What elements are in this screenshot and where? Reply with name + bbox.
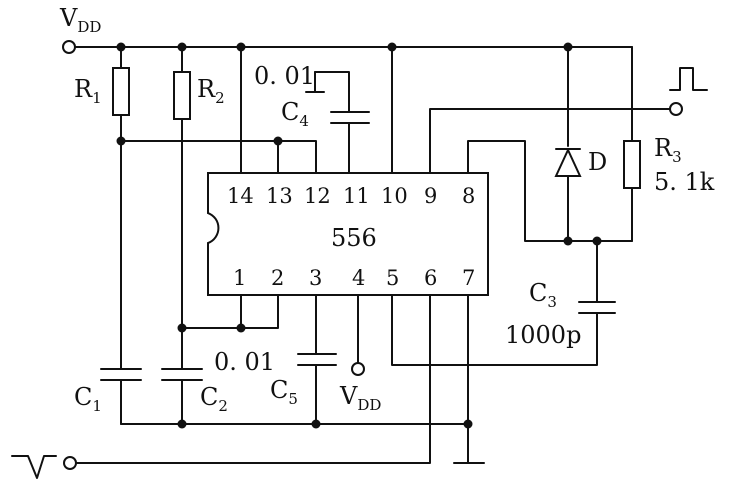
svg-text:1: 1 <box>233 266 246 290</box>
c5-label: C5 <box>270 376 298 408</box>
diode-d-icon <box>554 147 582 177</box>
c1-label: C1 <box>74 383 102 415</box>
pin1-pin2-wire <box>181 294 279 329</box>
r3-value: 5. 1k <box>654 168 715 196</box>
vdd-terminal <box>62 40 76 54</box>
r2-label: R2 <box>197 75 225 107</box>
input-pulse-icon <box>11 455 57 479</box>
pin8-wire <box>467 140 633 242</box>
c4-plates <box>330 111 370 124</box>
c2-gap <box>175 370 189 379</box>
c4-label: C4 <box>281 98 309 130</box>
svg-text:8: 8 <box>462 184 475 208</box>
output-wire <box>429 108 671 174</box>
input-terminal <box>63 456 77 470</box>
r1-resistor <box>112 67 130 116</box>
input-wire <box>76 294 431 464</box>
pin4-vdd-label: VDD <box>339 382 381 414</box>
svg-text:3: 3 <box>309 266 322 290</box>
r1-label: R1 <box>74 75 102 107</box>
c3-plates <box>578 301 616 314</box>
r3-resistor <box>623 140 641 189</box>
output-pulse-icon <box>669 67 708 91</box>
c2-plates <box>161 368 203 381</box>
svg-text:6: 6 <box>424 266 437 290</box>
c4-value: 0. 01 <box>254 62 315 90</box>
ic-pin-numbers-bottom: 1 2 3 4 5 6 7 <box>233 266 475 290</box>
svg-text:13: 13 <box>266 184 293 208</box>
svg-text:4: 4 <box>352 266 365 290</box>
svg-text:9: 9 <box>424 184 437 208</box>
ic-pin-numbers-top: 14 13 12 11 10 9 8 <box>227 184 475 208</box>
vdd-label: VDD <box>59 4 101 36</box>
svg-text:14: 14 <box>227 184 254 208</box>
ic-label: 556 <box>331 224 377 252</box>
c3-label: C3 <box>529 279 557 311</box>
c4-ground-stub <box>305 71 325 93</box>
junction-dots <box>116 42 602 429</box>
svg-text:5: 5 <box>386 266 399 290</box>
svg-text:11: 11 <box>343 184 370 208</box>
c5-value: 0. 01 <box>214 348 275 376</box>
c4-wire <box>314 71 350 174</box>
c1-plates <box>100 368 142 381</box>
diode-label: D <box>588 148 607 176</box>
r1-to-pin13-wire <box>120 140 317 174</box>
c3-value: 1000p <box>505 321 581 349</box>
svg-text:12: 12 <box>304 184 331 208</box>
c5-plates <box>297 353 337 366</box>
pin4-vdd-terminal <box>351 362 365 376</box>
output-terminal <box>669 102 683 116</box>
c3-wire <box>391 240 598 366</box>
svg-text:7: 7 <box>462 266 475 290</box>
r2-resistor <box>173 71 191 120</box>
c1-gap <box>114 370 128 379</box>
r3-label: R3 <box>654 134 682 166</box>
svg-text:2: 2 <box>271 266 284 290</box>
c2-label: C2 <box>200 383 228 415</box>
svg-text:10: 10 <box>381 184 408 208</box>
ic-556-body <box>207 172 489 296</box>
